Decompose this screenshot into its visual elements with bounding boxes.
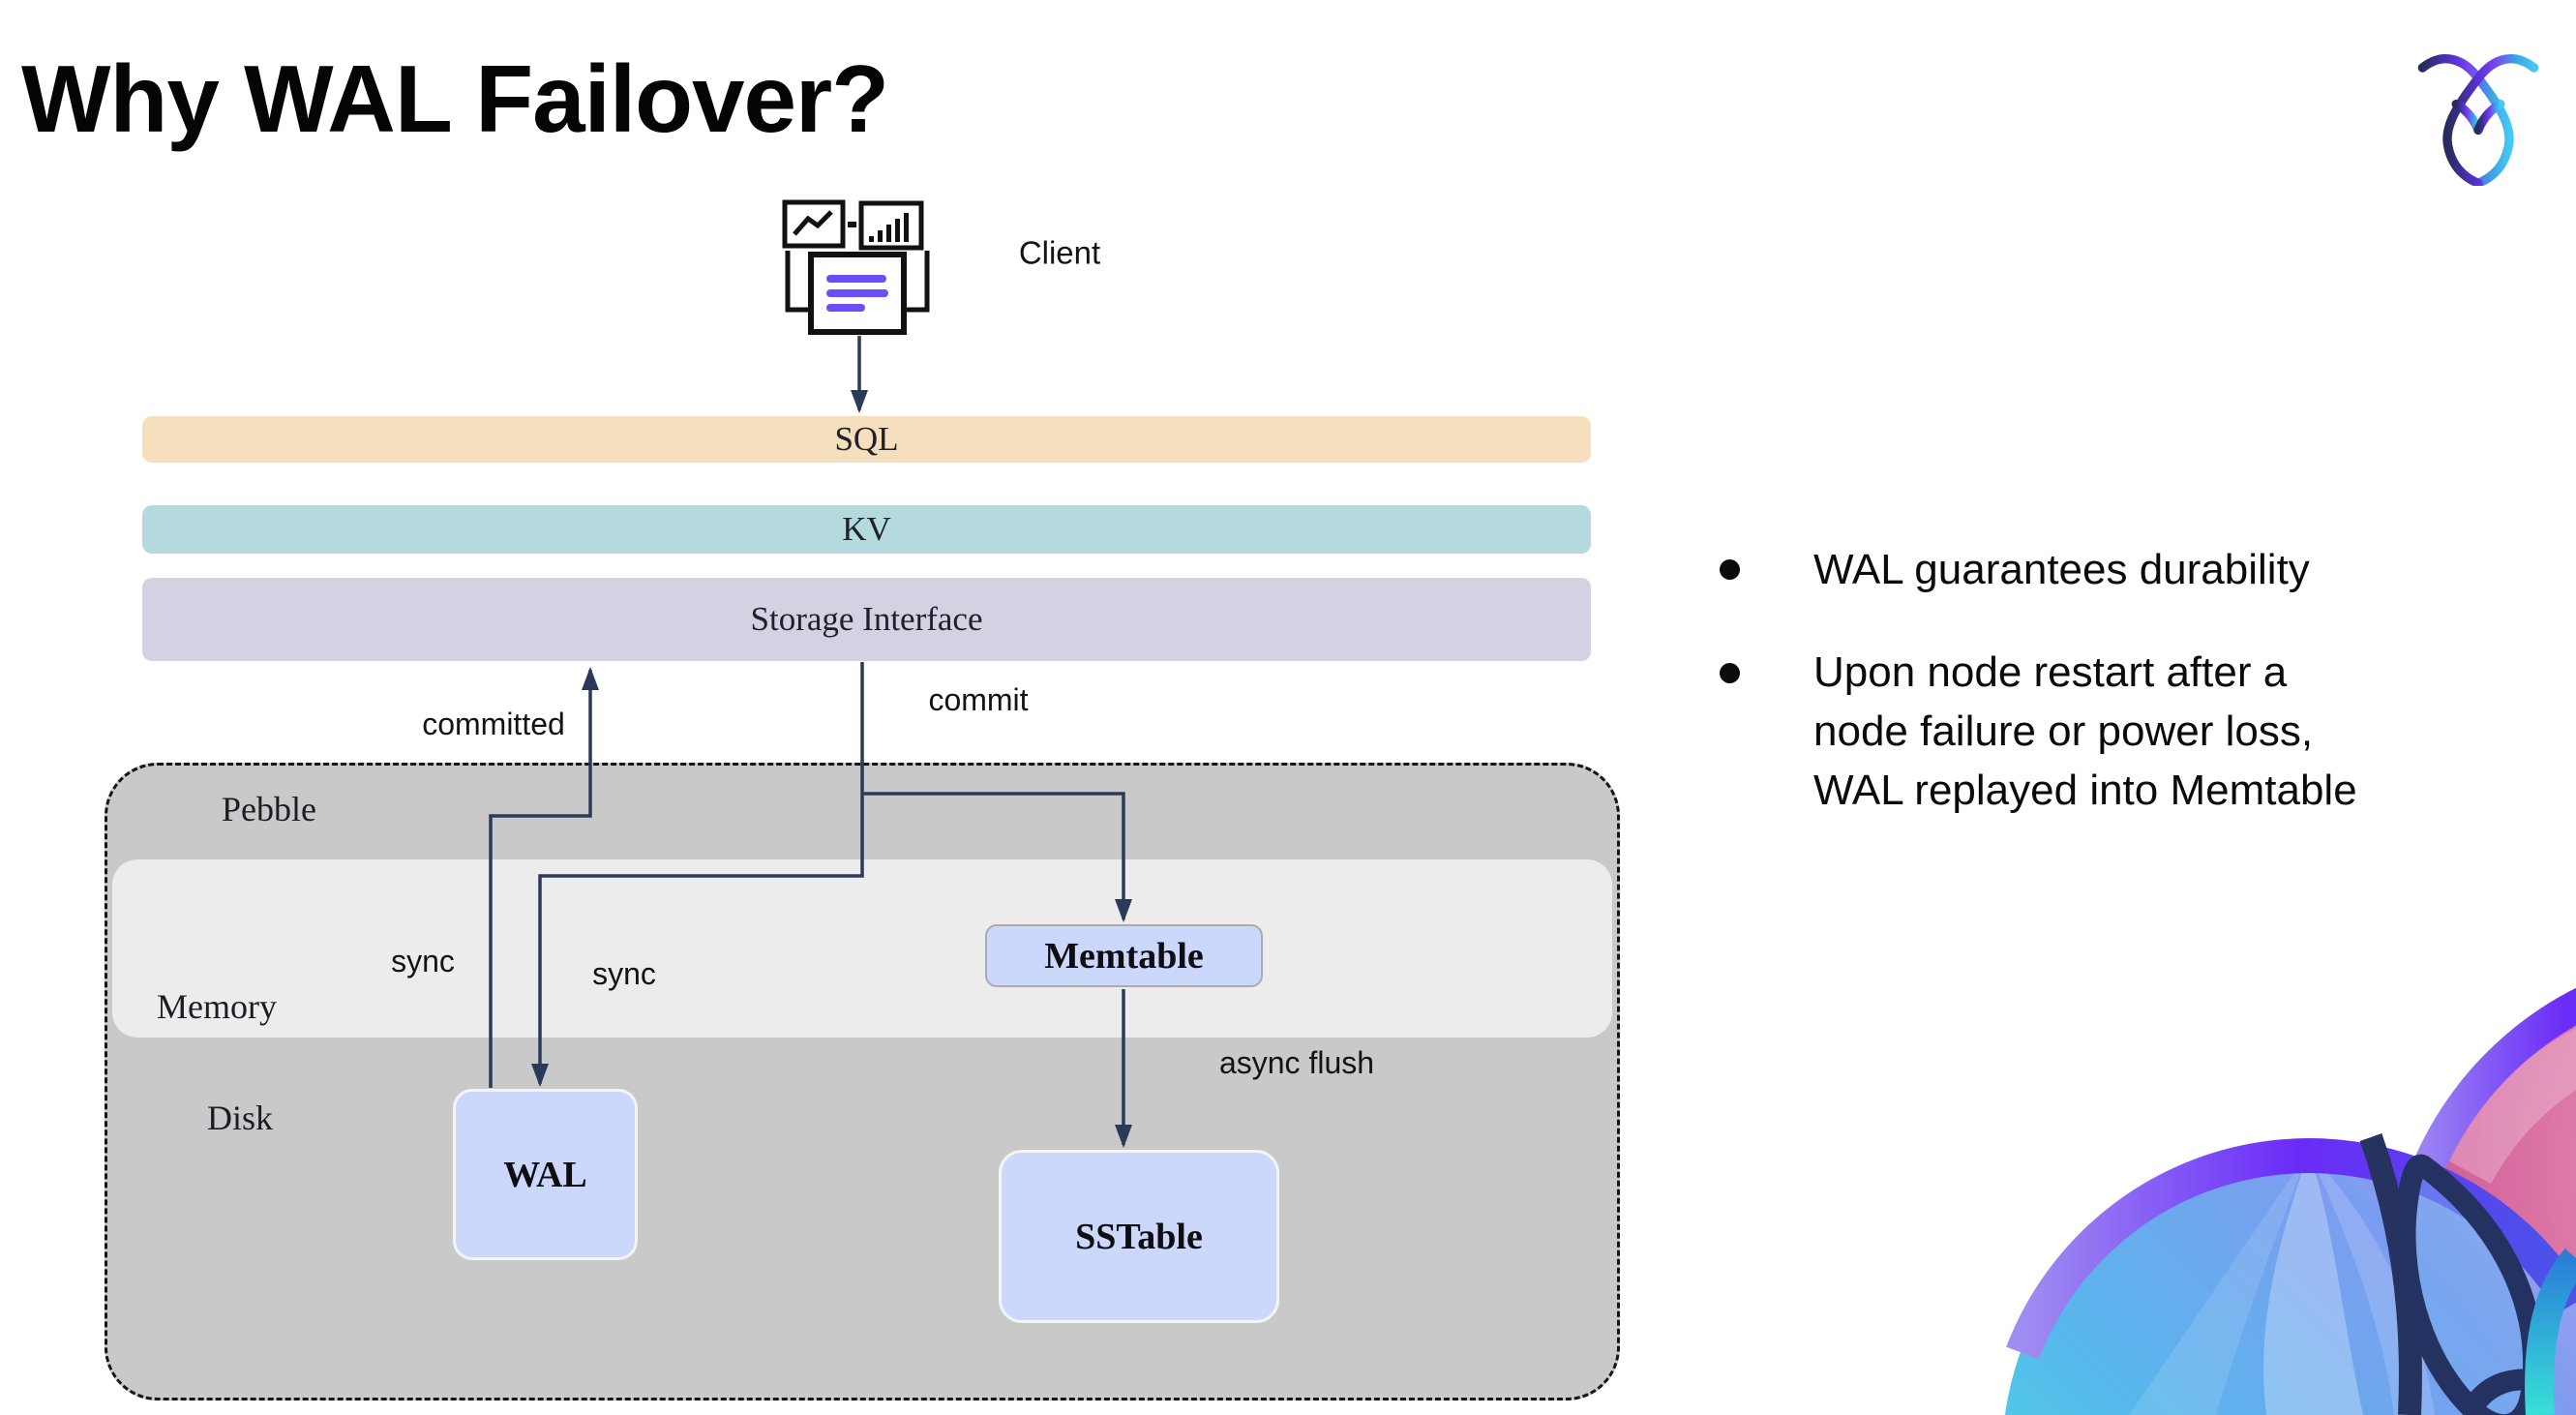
wal-box: WAL: [453, 1089, 638, 1260]
disk-label: Disk: [207, 1099, 274, 1137]
bracket-right: [907, 251, 930, 313]
storage-interface-layer-bar: Storage Interface: [142, 578, 1591, 661]
memory-label: Memory: [157, 987, 277, 1026]
wal-label: WAL: [503, 1154, 587, 1195]
kv-layer-bar: KV: [142, 505, 1591, 554]
cockroachdb-logo-icon: [2413, 48, 2543, 189]
bullet-item-2-line-2: node failure or power loss,: [1813, 708, 2314, 755]
document-icon: [808, 252, 907, 335]
bracket-left: [785, 251, 808, 313]
committed-label: committed: [422, 707, 565, 741]
dash-connector: [848, 222, 856, 227]
kv-layer-label: KV: [842, 510, 891, 548]
sync-left-label: sync: [391, 944, 455, 978]
client-terminal-icon: [780, 196, 935, 337]
bullet-dot: [1720, 559, 1740, 580]
sstable-label: SSTable: [1075, 1216, 1203, 1257]
memtable-box: Memtable: [985, 924, 1263, 987]
bar-chart-icon: [858, 200, 924, 251]
memtable-label: Memtable: [1044, 935, 1204, 977]
bullet-item-2-line-3: WAL replayed into Memtable: [1813, 767, 2357, 814]
async-flush-label: async flush: [1218, 1045, 1375, 1080]
pebble-label: Pebble: [222, 790, 316, 828]
sql-layer-label: SQL: [834, 420, 899, 458]
bullet-item-1: WAL guarantees durability: [1813, 546, 2310, 593]
page-title: Why WAL Failover?: [21, 45, 889, 152]
storage-interface-label: Storage Interface: [750, 600, 983, 638]
abstract-spheres-decoration: [1984, 968, 2576, 1415]
line-chart-icon: [782, 199, 846, 249]
bullet-item-2: Upon node restart after a node failure o…: [1813, 643, 2357, 820]
sql-layer-bar: SQL: [142, 416, 1591, 463]
sync-right-label: sync: [592, 956, 656, 991]
bullet-dot: [1720, 663, 1740, 683]
client-label: Client: [1018, 234, 1101, 271]
pebble-container: [105, 763, 1620, 1400]
commit-label: commit: [928, 682, 1029, 717]
bullet-item-2-line-1: Upon node restart after a: [1813, 648, 2288, 696]
sstable-box: SSTable: [999, 1150, 1279, 1323]
memory-band: [112, 859, 1612, 1038]
